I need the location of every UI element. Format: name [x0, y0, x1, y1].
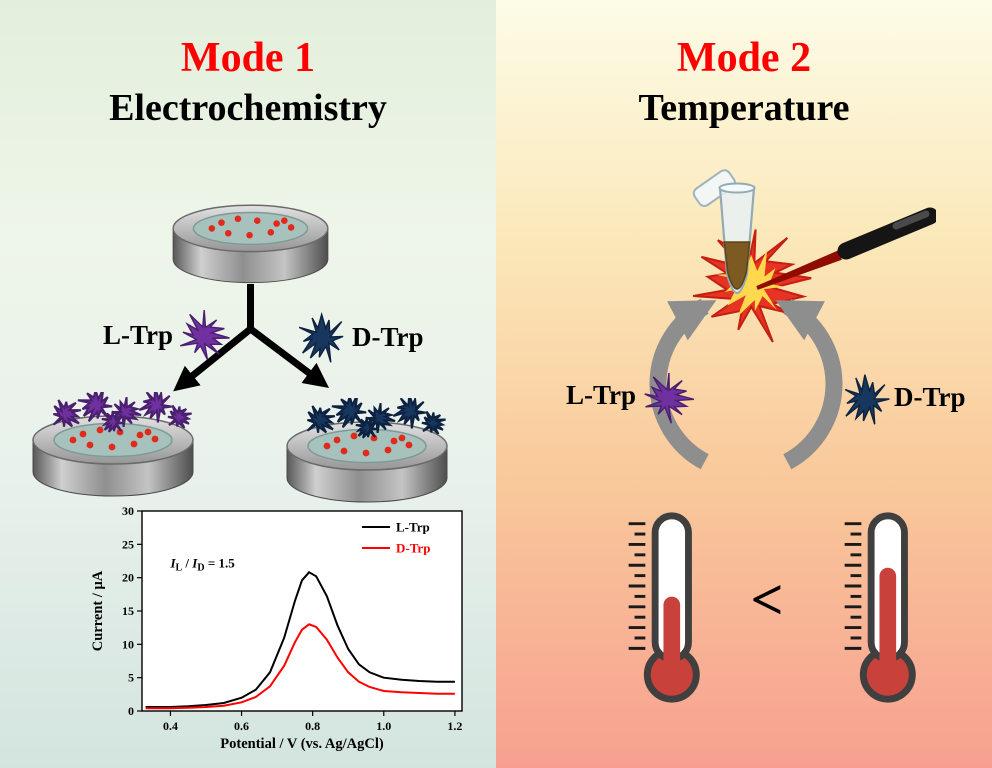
branch-arrows [115, 282, 385, 412]
mode2-panel: Mode 2 Temperature L-Trp D-Trp < [496, 0, 992, 768]
svg-text:30: 30 [122, 504, 134, 518]
svg-text:20: 20 [122, 571, 134, 585]
mode2-subtitle: Temperature [638, 87, 850, 129]
svg-text:5: 5 [128, 671, 134, 685]
mode1-dtrp-label: D-Trp [352, 322, 424, 352]
svg-text:1.0: 1.0 [376, 719, 391, 733]
laser-heating-tube-scene [600, 158, 936, 344]
svg-text:L-Trp: L-Trp [396, 520, 430, 535]
mode1-title: Mode 1 [180, 35, 316, 81]
mode2-title: Mode 2 [676, 35, 812, 81]
mode2-dtrp-label: D-Trp [894, 382, 966, 412]
ltrp-modified-electrode [28, 392, 198, 514]
thermometer-low-icon [612, 508, 712, 706]
ltrp-molecule-icon [642, 372, 694, 424]
svg-text:IL / ID = 1.5: IL / ID = 1.5 [169, 556, 235, 574]
mode1-subtitle: Electrochemistry [109, 87, 387, 129]
svg-text:15: 15 [122, 604, 134, 618]
svg-text:0.4: 0.4 [163, 719, 178, 733]
svg-text:D-Trp: D-Trp [396, 541, 430, 556]
ltrp-molecule-icon [178, 310, 230, 362]
dtrp-modified-electrode [282, 398, 452, 520]
dtrp-molecule-icon [840, 374, 892, 426]
less-than-symbol: < [750, 567, 784, 632]
thermometer-high-icon [828, 508, 928, 706]
svg-text:10: 10 [122, 637, 134, 651]
svg-text:1.2: 1.2 [447, 719, 462, 733]
svg-text:0: 0 [128, 704, 134, 718]
mode2-ltrp-label: L-Trp [565, 380, 636, 410]
mode1-panel: Mode 1 Electrochemistry L-Trp D-Trp [0, 0, 496, 768]
mode1-ltrp-label: L-Trp [102, 320, 173, 350]
dtrp-molecule-icon [296, 312, 348, 364]
svg-text:0.8: 0.8 [305, 719, 320, 733]
bare-electrode-illustration [168, 182, 333, 300]
svg-text:0.6: 0.6 [234, 719, 249, 733]
svg-text:25: 25 [122, 537, 134, 551]
svg-text:Current / μA: Current / μA [90, 570, 106, 651]
svg-text:Potential / V (vs. Ag/AgCl): Potential / V (vs. Ag/AgCl) [220, 736, 384, 752]
